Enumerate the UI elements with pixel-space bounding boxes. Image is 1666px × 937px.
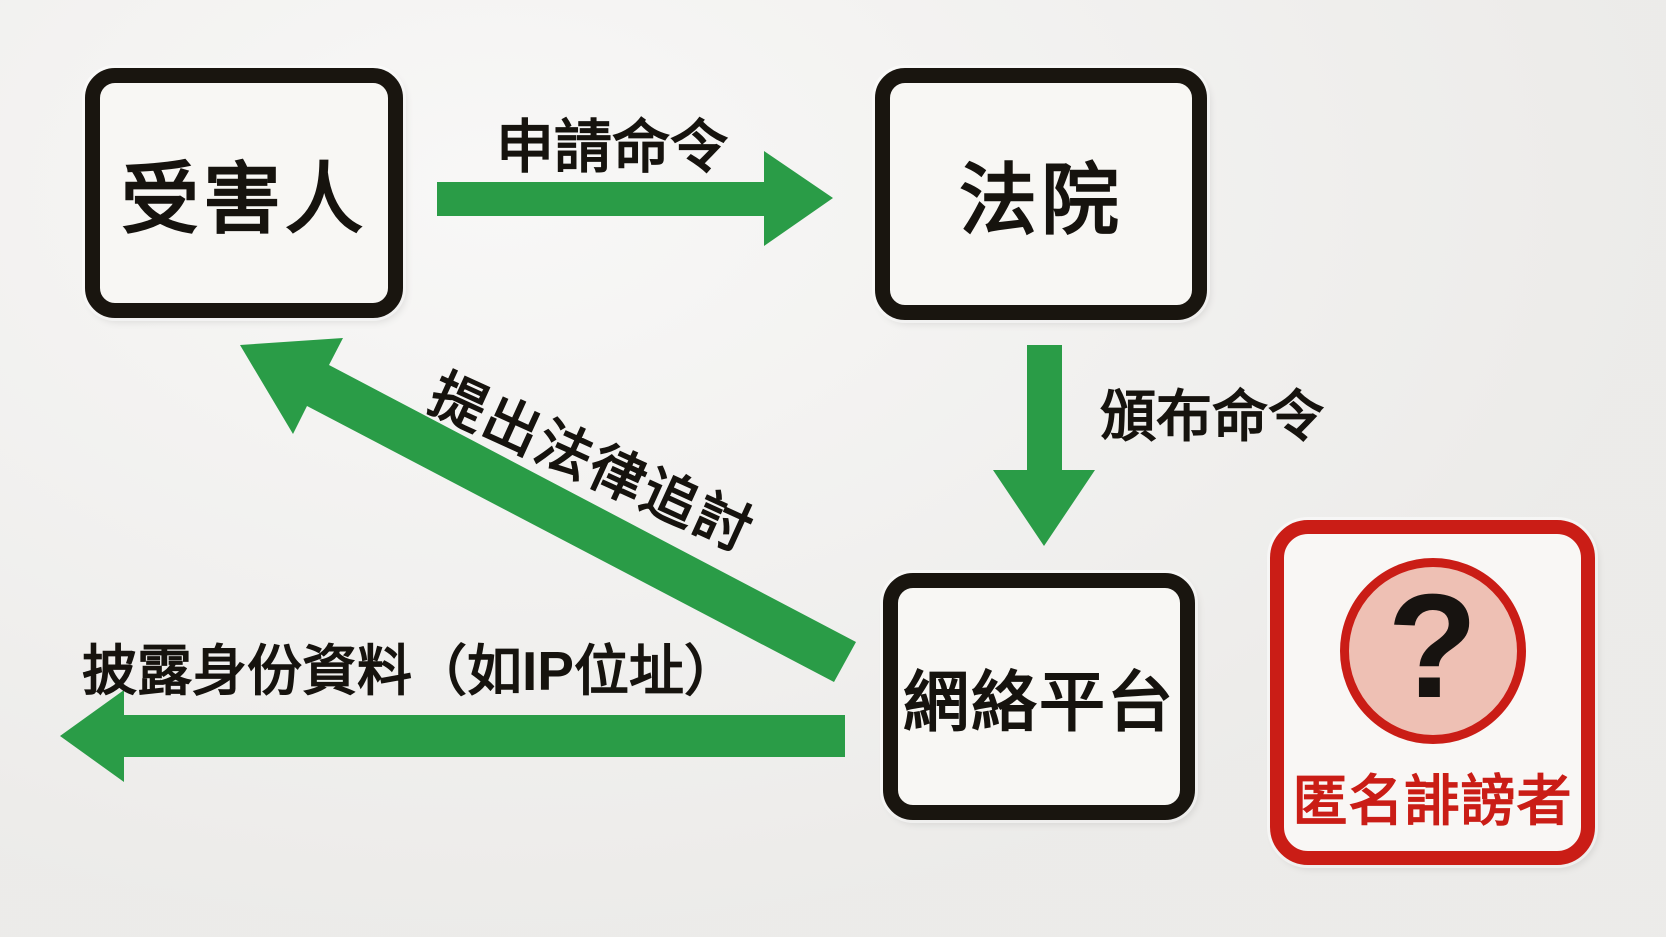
arrow-issue-order-icon [993, 345, 1095, 546]
node-defamer-label: 匿名誹謗者 [1292, 770, 1573, 832]
arrow-legal-action-icon [240, 338, 856, 682]
node-platform-label: 網絡平台 [903, 664, 1175, 739]
arrow-disclose-identity-icon [60, 690, 845, 782]
node-platform: 網絡平台 [883, 573, 1195, 820]
node-defamer: ? 匿名誹謗者 [1270, 520, 1595, 865]
edge-label-apply-order: 申請命令 [495, 115, 728, 180]
question-mark-icon: ? [1339, 558, 1526, 744]
node-victim-label: 受害人 [120, 155, 367, 243]
edge-label-issue-order: 頒布命令 [1100, 385, 1324, 448]
question-mark-glyph: ? [1387, 564, 1478, 729]
node-court: 法院 [875, 68, 1207, 320]
edge-label-disclose-identity: 披露身份資料（如IP位址） [82, 640, 739, 702]
node-victim: 受害人 [85, 68, 403, 318]
arrow-apply-order-icon [437, 151, 833, 246]
node-court-label: 法院 [958, 156, 1123, 244]
